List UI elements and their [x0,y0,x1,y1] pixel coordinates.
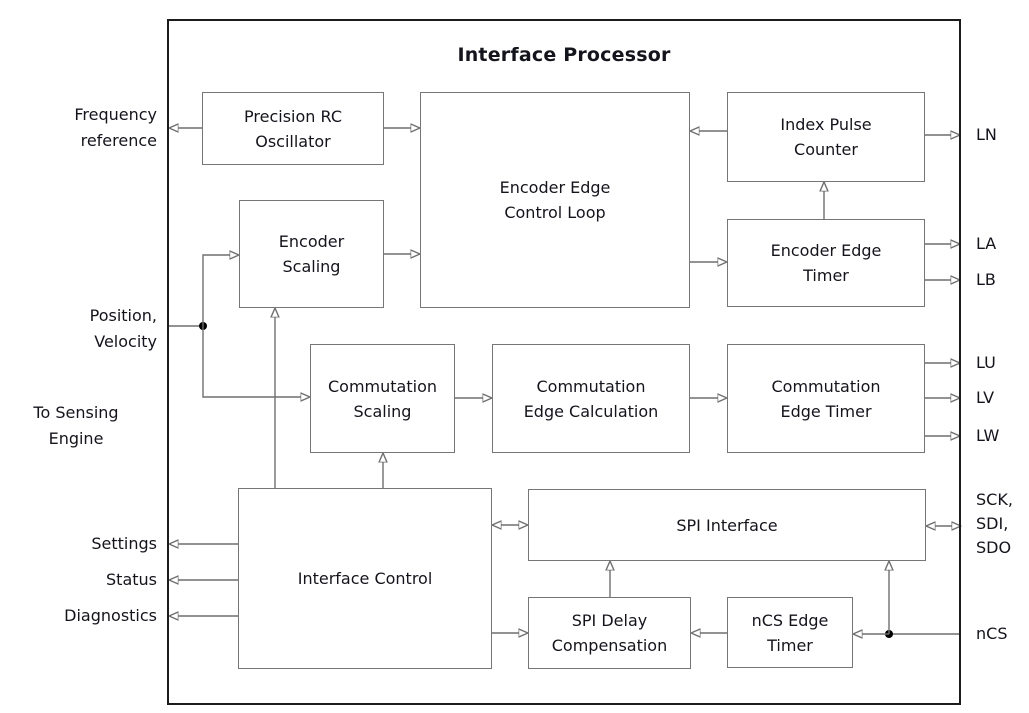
label-diagnostics: Diagnostics [64,606,157,625]
label-spi-pins: SCK, SDI, SDO [976,490,1013,557]
block-commutation-scaling: Commutation Scaling [310,344,455,453]
connector-position-velocity-to-encoder-scaling [202,255,230,326]
label-position-velocity: Position, Velocity [89,306,157,351]
block-index-pulse-counter: Index Pulse Counter [727,92,925,182]
block-commutation-edge-calculation: Commutation Edge Calculation [492,344,690,453]
interface-processor-boundary [167,19,961,705]
label-ln: LN [976,125,997,144]
label-status: Status [106,570,157,589]
block-spi-interface: SPI Interface [528,489,926,561]
block-encoder-edge-timer: Encoder Edge Timer [727,219,925,307]
label-frequency-reference: Frequency reference [74,105,157,150]
label-lv: LV [976,388,995,407]
label-la: LA [976,234,997,253]
connector-position-velocity-to-commutation-scaling [202,326,301,397]
label-settings: Settings [91,534,157,553]
block-precision-rc-oscillator: Precision RC Oscillator [202,92,384,165]
label-lb: LB [976,270,996,289]
block-interface-control: Interface Control [238,488,492,669]
block-encoder-scaling: Encoder Scaling [239,200,384,308]
label-lw: LW [976,426,1000,445]
label-lu: LU [976,353,996,372]
block-encoder-edge-control-loop: Encoder Edge Control Loop [420,92,690,308]
diagram-title: Interface Processor [457,44,671,66]
block-spi-delay-compensation: SPI Delay Compensation [528,597,691,669]
label-to-sensing-engine: To Sensing Engine [33,403,119,448]
block-ncs-edge-timer: nCS Edge Timer [727,597,853,668]
block-commutation-edge-timer: Commutation Edge Timer [727,344,925,453]
label-ncs: nCS [976,624,1008,643]
